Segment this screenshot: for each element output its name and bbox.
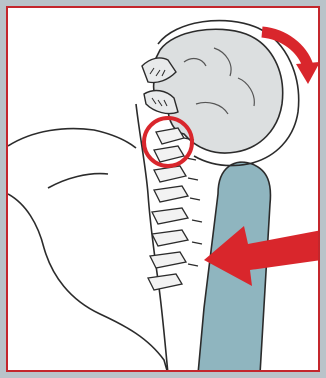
whiplash-illustration bbox=[8, 8, 320, 372]
cervical-spine bbox=[148, 128, 188, 290]
illustration-frame bbox=[6, 6, 320, 372]
